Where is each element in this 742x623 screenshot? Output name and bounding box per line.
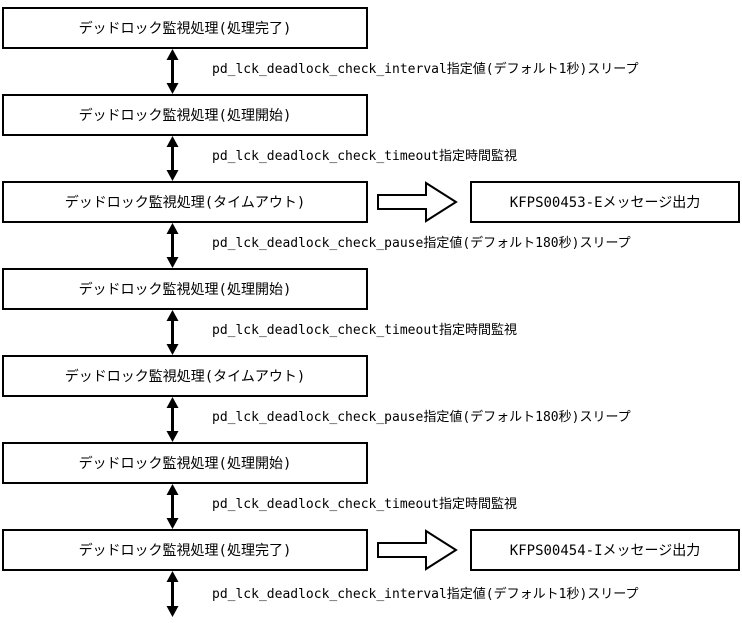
flow-label: pd_lck_deadlock_check_timeout指定時間監視 <box>212 323 517 338</box>
process-box: デッドロック監視処理(処理開始) <box>2 94 368 136</box>
double-arrow-icon <box>164 310 181 355</box>
process-box: デッドロック監視処理(処理開始) <box>2 268 368 310</box>
process-box-label: デッドロック監視処理(処理開始) <box>78 282 292 298</box>
message-output-box: KFPS00454-Iメッセージ出力 <box>470 529 740 571</box>
process-box-label: デッドロック監視処理(タイムアウト) <box>64 369 306 385</box>
process-box: デッドロック監視処理(処理完了) <box>2 7 368 49</box>
message-output-label: KFPS00453-Eメッセージ出力 <box>509 195 701 211</box>
process-box: デッドロック監視処理(処理開始) <box>2 442 368 484</box>
process-box: デッドロック監視処理(処理完了) <box>2 529 368 571</box>
double-arrow-icon <box>164 49 181 94</box>
process-box-label: デッドロック監視処理(処理完了) <box>78 543 292 559</box>
double-arrow-icon <box>164 571 181 617</box>
double-arrow-icon <box>164 223 181 268</box>
block-arrow-right-icon <box>376 180 460 224</box>
process-box: デッドロック監視処理(タイムアウト) <box>2 355 368 397</box>
message-output-label: KFPS00454-Iメッセージ出力 <box>509 543 701 559</box>
flow-label: pd_lck_deadlock_check_pause指定値(デフォルト180秒… <box>212 236 631 251</box>
flow-label: pd_lck_deadlock_check_timeout指定時間監視 <box>212 149 517 164</box>
message-output-box: KFPS00453-Eメッセージ出力 <box>470 181 740 223</box>
double-arrow-icon <box>164 484 181 529</box>
process-box: デッドロック監視処理(タイムアウト) <box>2 181 368 223</box>
block-arrow-right-icon <box>376 528 460 572</box>
flow-label: pd_lck_deadlock_check_interval指定値(デフォルト1… <box>212 62 639 77</box>
double-arrow-icon <box>164 136 181 181</box>
flow-label: pd_lck_deadlock_check_timeout指定時間監視 <box>212 497 517 512</box>
process-box-label: デッドロック監視処理(処理完了) <box>78 21 292 37</box>
process-box-label: デッドロック監視処理(処理開始) <box>78 108 292 124</box>
process-box-label: デッドロック監視処理(処理開始) <box>78 456 292 472</box>
process-box-label: デッドロック監視処理(タイムアウト) <box>64 195 306 211</box>
flow-label: pd_lck_deadlock_check_interval指定値(デフォルト1… <box>212 587 639 602</box>
flow-label: pd_lck_deadlock_check_pause指定値(デフォルト180秒… <box>212 410 631 425</box>
double-arrow-icon <box>164 397 181 442</box>
